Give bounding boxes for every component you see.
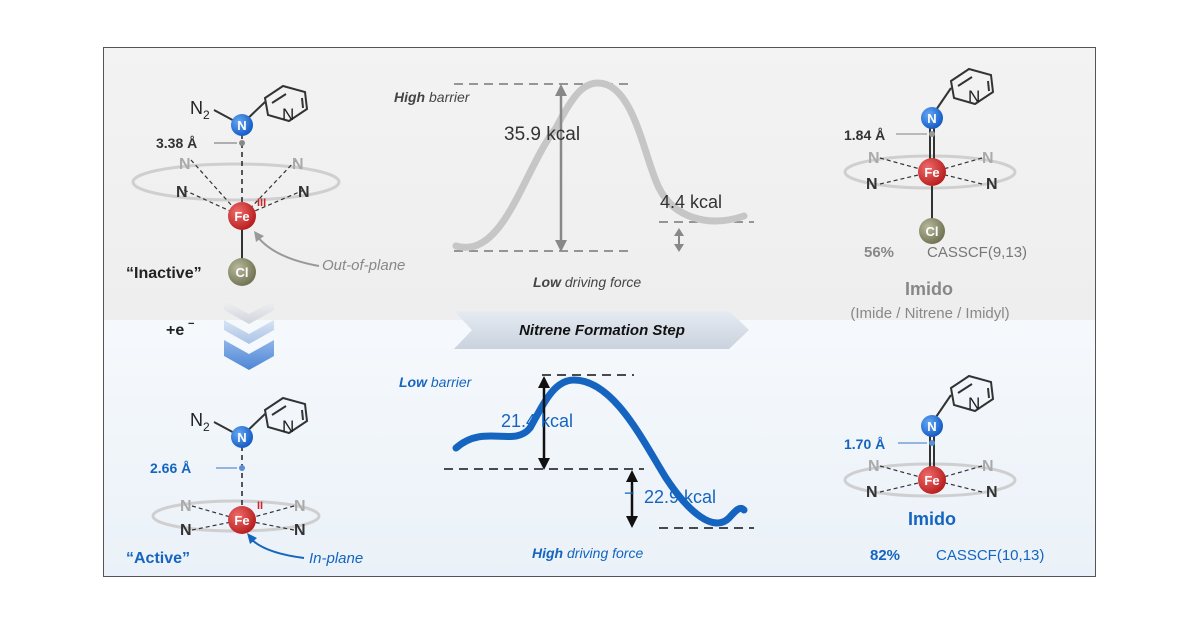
active-label: “Active” bbox=[126, 550, 190, 567]
top-driving-value: 4.4 kcal bbox=[660, 192, 722, 212]
pyridine-n: N bbox=[282, 417, 294, 436]
imido-subtitle: (Imide / Nitrene / Imidyl) bbox=[850, 305, 1009, 322]
bottom-energy-profile: Low barrier 21.4 kcal − 22.9 kcal High d… bbox=[399, 374, 754, 561]
imido-chloride-complex: 1.84 Å N N N N N N Fe Cl 56% CASSCF(9,13… bbox=[843, 67, 1027, 322]
inactive-complex: 3.38 Å N 2 N N N N N N Fe III Cl “Inacti… bbox=[126, 84, 405, 286]
n2-subscript: 2 bbox=[203, 420, 210, 434]
multiconfig-percent: 82% bbox=[870, 547, 900, 564]
figure-frame: 3.38 Å N 2 N N N N N N Fe III Cl “Inacti… bbox=[103, 47, 1096, 577]
fe-n-distance: 1.70 Å bbox=[844, 436, 885, 452]
n-atom: N bbox=[927, 419, 936, 434]
imido-complex: 1.70 Å N N N N N N Fe Imido 82% CASSCF(1… bbox=[843, 374, 1044, 564]
nitrene-step-banner: Nitrene Formation Step bbox=[454, 311, 749, 349]
pyridine-ring bbox=[263, 84, 309, 123]
ring-n-back-right: N bbox=[292, 156, 304, 173]
bottom-driving-label: High driving force bbox=[532, 545, 643, 561]
casscf-method: CASSCF(9,13) bbox=[927, 244, 1027, 261]
porphyrin-ring bbox=[131, 162, 341, 202]
out-of-plane-arrow bbox=[256, 235, 320, 267]
pyridine-n: N bbox=[282, 105, 294, 124]
ring-n-front-right: N bbox=[298, 184, 310, 201]
ring-n-back-left: N bbox=[868, 150, 880, 167]
fe-atom: Fe bbox=[234, 513, 249, 528]
out-of-plane-label: Out-of-plane bbox=[322, 257, 405, 274]
fe-n-distance: 2.66 Å bbox=[150, 460, 191, 476]
oxidation-state: II bbox=[257, 500, 263, 512]
in-plane-arrow bbox=[249, 537, 305, 559]
imido-title: Imido bbox=[908, 509, 956, 529]
n-atom: N bbox=[237, 118, 246, 133]
electron-superscript: − bbox=[188, 318, 194, 330]
ring-n-front-right: N bbox=[986, 484, 998, 501]
top-barrier-label: High barrier bbox=[394, 89, 471, 105]
n2-label: N bbox=[190, 410, 203, 430]
ring-n-front-right: N bbox=[294, 522, 306, 539]
bottom-driving-value: 22.9 kcal bbox=[644, 487, 716, 507]
bottom-barrier-value: 21.4 kcal bbox=[501, 411, 573, 431]
oxidation-state: III bbox=[257, 197, 266, 209]
in-plane-label: In-plane bbox=[309, 550, 363, 567]
bottom-barrier-label: Low barrier bbox=[399, 374, 473, 390]
n-atom: N bbox=[927, 111, 936, 126]
fe-atom: Fe bbox=[234, 209, 249, 224]
top-driving-label: Low driving force bbox=[533, 274, 641, 290]
ring-n-front-left: N bbox=[180, 522, 192, 539]
fe-n-distance: 1.84 Å bbox=[844, 127, 885, 143]
ring-n-back-right: N bbox=[982, 150, 994, 167]
ring-n-back-left: N bbox=[179, 156, 191, 173]
ring-n-front-right: N bbox=[986, 176, 998, 193]
top-energy-profile: High barrier 35.9 kcal 4.4 kcal Low driv… bbox=[394, 79, 754, 290]
pyridine-ring bbox=[949, 67, 995, 106]
electron-label: +e bbox=[166, 322, 184, 339]
ring-n-front-left: N bbox=[866, 176, 878, 193]
ring-n-back-left: N bbox=[180, 498, 192, 515]
fe-atom: Fe bbox=[924, 165, 939, 180]
cl-atom: Cl bbox=[236, 265, 249, 280]
ring-n-back-right: N bbox=[982, 458, 994, 475]
ring-n-front-left: N bbox=[866, 484, 878, 501]
n-atom: N bbox=[237, 430, 246, 445]
n2-subscript: 2 bbox=[203, 108, 210, 122]
ring-n-back-left: N bbox=[868, 458, 880, 475]
mechanism-diagram: 3.38 Å N 2 N N N N N N Fe III Cl “Inacti… bbox=[126, 67, 1044, 567]
reduction-arrow: +e − bbox=[166, 300, 274, 370]
inactive-label: “Inactive” bbox=[126, 265, 202, 282]
pyridine-ring bbox=[949, 374, 995, 413]
pyridine-n: N bbox=[968, 394, 980, 413]
cl-atom: Cl bbox=[926, 224, 939, 239]
casscf-method: CASSCF(10,13) bbox=[936, 547, 1044, 564]
multiconfig-percent: 56% bbox=[864, 244, 894, 261]
pyridine-ring bbox=[263, 396, 309, 435]
fe-n-distance: 3.38 Å bbox=[156, 135, 197, 151]
fe-atom: Fe bbox=[924, 473, 939, 488]
bottom-driving-sign: − bbox=[624, 483, 635, 503]
imido-title: Imido bbox=[905, 279, 953, 299]
active-complex: 2.66 Å N 2 N N N N N N Fe II “Active” In… bbox=[126, 396, 363, 567]
pyridine-n: N bbox=[968, 87, 980, 106]
ring-n-back-right: N bbox=[294, 498, 306, 515]
step-banner-label: Nitrene Formation Step bbox=[519, 322, 685, 339]
bottom-energy-curve bbox=[452, 376, 748, 527]
top-energy-curve bbox=[452, 79, 748, 251]
top-barrier-value: 35.9 kcal bbox=[504, 124, 580, 145]
ring-n-front-left: N bbox=[176, 184, 188, 201]
n2-label: N bbox=[190, 98, 203, 118]
